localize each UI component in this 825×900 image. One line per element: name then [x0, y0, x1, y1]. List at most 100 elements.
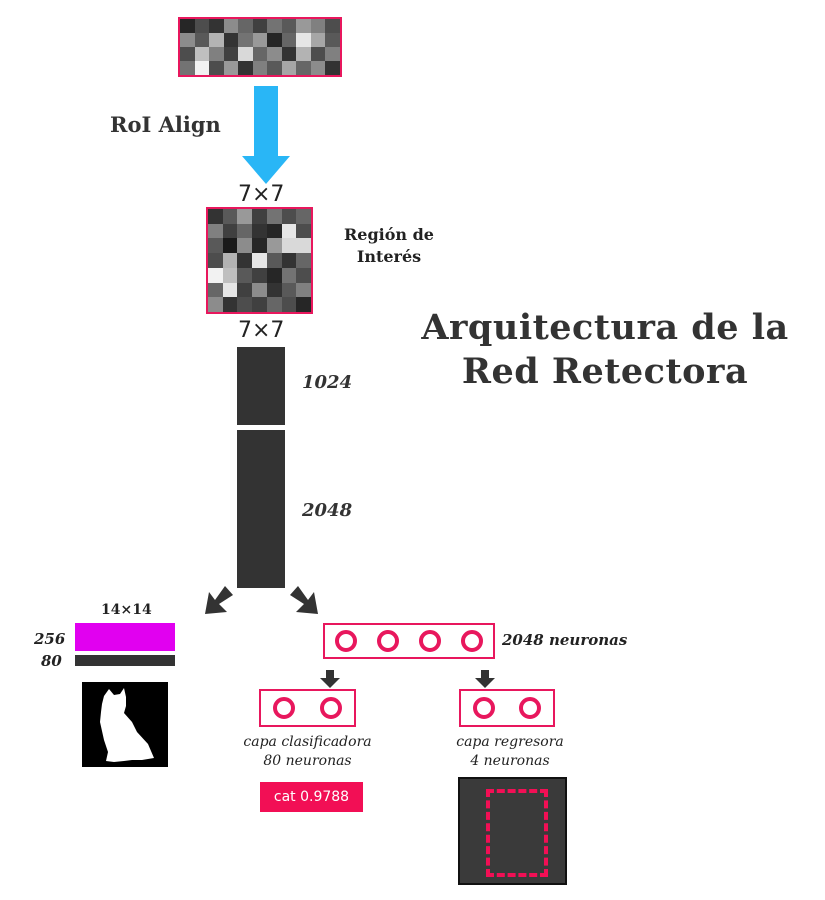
feature-cell — [252, 33, 268, 47]
feature-cell — [208, 282, 223, 298]
feature-cell — [281, 47, 297, 61]
roi-align-label: RoI Align — [110, 112, 221, 137]
fc-neurons-box — [323, 623, 495, 659]
feature-cell — [252, 297, 267, 312]
regressor-box — [459, 689, 555, 727]
feature-cell — [296, 297, 311, 312]
neuron-icon — [319, 697, 342, 719]
feature-cell — [325, 47, 340, 61]
mask-size-label: 14×14 — [101, 602, 152, 618]
feature-cell — [209, 33, 224, 47]
feature-cell — [180, 19, 195, 33]
neurons-label: 2048 neuronas — [502, 631, 628, 649]
feature-cell — [222, 282, 238, 298]
feature-cell — [209, 19, 224, 33]
classifier-caption-line2: 80 neuronas — [263, 753, 352, 769]
feature-cell — [310, 47, 326, 61]
feature-cell — [266, 223, 282, 239]
fc-layer-2048-label: 2048 — [302, 500, 353, 521]
feature-cell — [223, 61, 239, 75]
neuron-icon — [519, 697, 541, 719]
feature-cell — [296, 19, 311, 33]
regressor-caption: capa regresora 4 neuronas — [430, 733, 590, 771]
feature-cell — [281, 253, 297, 268]
feature-cell — [252, 223, 267, 239]
feature-cell — [281, 33, 297, 47]
feature-cell — [237, 282, 253, 298]
feature-cell — [180, 33, 195, 47]
feature-cell — [296, 238, 311, 254]
feature-cell — [266, 267, 282, 283]
feature-cell — [296, 33, 311, 47]
feature-cell — [238, 33, 253, 47]
feature-cell — [325, 33, 340, 47]
feature-cell — [266, 209, 282, 224]
feature-cell — [266, 253, 282, 268]
feature-cell — [222, 267, 238, 283]
feature-cell — [252, 61, 268, 75]
feature-cell — [252, 282, 267, 298]
feature-cell — [237, 267, 253, 283]
feature-cell — [267, 33, 282, 47]
feature-cell — [252, 267, 267, 283]
regressor-caption-line1: capa regresora — [456, 734, 564, 750]
feature-cell — [281, 238, 297, 254]
feature-cell — [223, 19, 239, 33]
branch-arrow-left — [205, 586, 233, 614]
regressor-down-arrow — [475, 670, 495, 688]
neuron-icon — [473, 697, 495, 719]
neuron-icon — [273, 697, 296, 719]
feature-cell — [237, 209, 253, 224]
feature-cell — [252, 19, 268, 33]
feature-cell — [296, 61, 311, 75]
feature-cell — [325, 19, 340, 33]
roi-label-line2: Interés — [356, 247, 422, 266]
feature-cell — [237, 297, 253, 312]
mask-channels-label: 256 — [34, 630, 66, 648]
neuron-icon — [461, 630, 483, 652]
roi-size-label-top: 7×7 — [238, 182, 285, 207]
feature-cell — [267, 61, 282, 75]
feature-cell — [281, 282, 297, 298]
feature-cell — [281, 297, 297, 312]
feature-cell — [310, 19, 326, 33]
neuron-icon — [335, 630, 357, 652]
feature-cell — [208, 297, 223, 312]
feature-cell — [209, 61, 224, 75]
fc-layer-1024 — [237, 347, 285, 425]
feature-cell — [208, 253, 223, 268]
mask-classes-label: 80 — [41, 652, 62, 670]
regressor-caption-line2: 4 neuronas — [470, 753, 550, 769]
feature-cell — [238, 61, 253, 75]
classifier-caption: capa clasificadora 80 neuronas — [220, 733, 395, 771]
feature-cell — [222, 253, 238, 268]
bounding-box — [486, 789, 548, 877]
feature-cell — [237, 223, 253, 239]
feature-cell — [222, 223, 238, 239]
feature-cell — [237, 253, 253, 268]
roi-size-label-bottom: 7×7 — [238, 318, 285, 343]
classification-result-badge: cat 0.9788 — [260, 782, 363, 812]
fc-layer-1024-label: 1024 — [302, 372, 353, 393]
feature-cell — [281, 223, 297, 239]
feature-cell — [237, 238, 253, 254]
classifier-down-arrow — [320, 670, 340, 688]
feature-cell — [310, 33, 326, 47]
feature-cell — [223, 33, 239, 47]
feature-cell — [296, 223, 311, 239]
feature-cell — [267, 19, 282, 33]
roi-align-arrow — [242, 86, 290, 184]
feature-cell — [252, 209, 267, 224]
feature-cell — [208, 209, 223, 224]
title-line2: Red Retectora — [461, 351, 749, 392]
feature-cell — [208, 238, 223, 254]
fc-layer-2048 — [237, 430, 285, 588]
feature-cell — [238, 19, 253, 33]
feature-cell — [180, 47, 195, 61]
feature-cell — [194, 47, 210, 61]
neuron-icon — [377, 630, 399, 652]
feature-cell — [296, 253, 311, 268]
neuron-icon — [419, 630, 441, 652]
bounding-box-preview — [458, 777, 567, 885]
feature-cell — [281, 209, 297, 224]
